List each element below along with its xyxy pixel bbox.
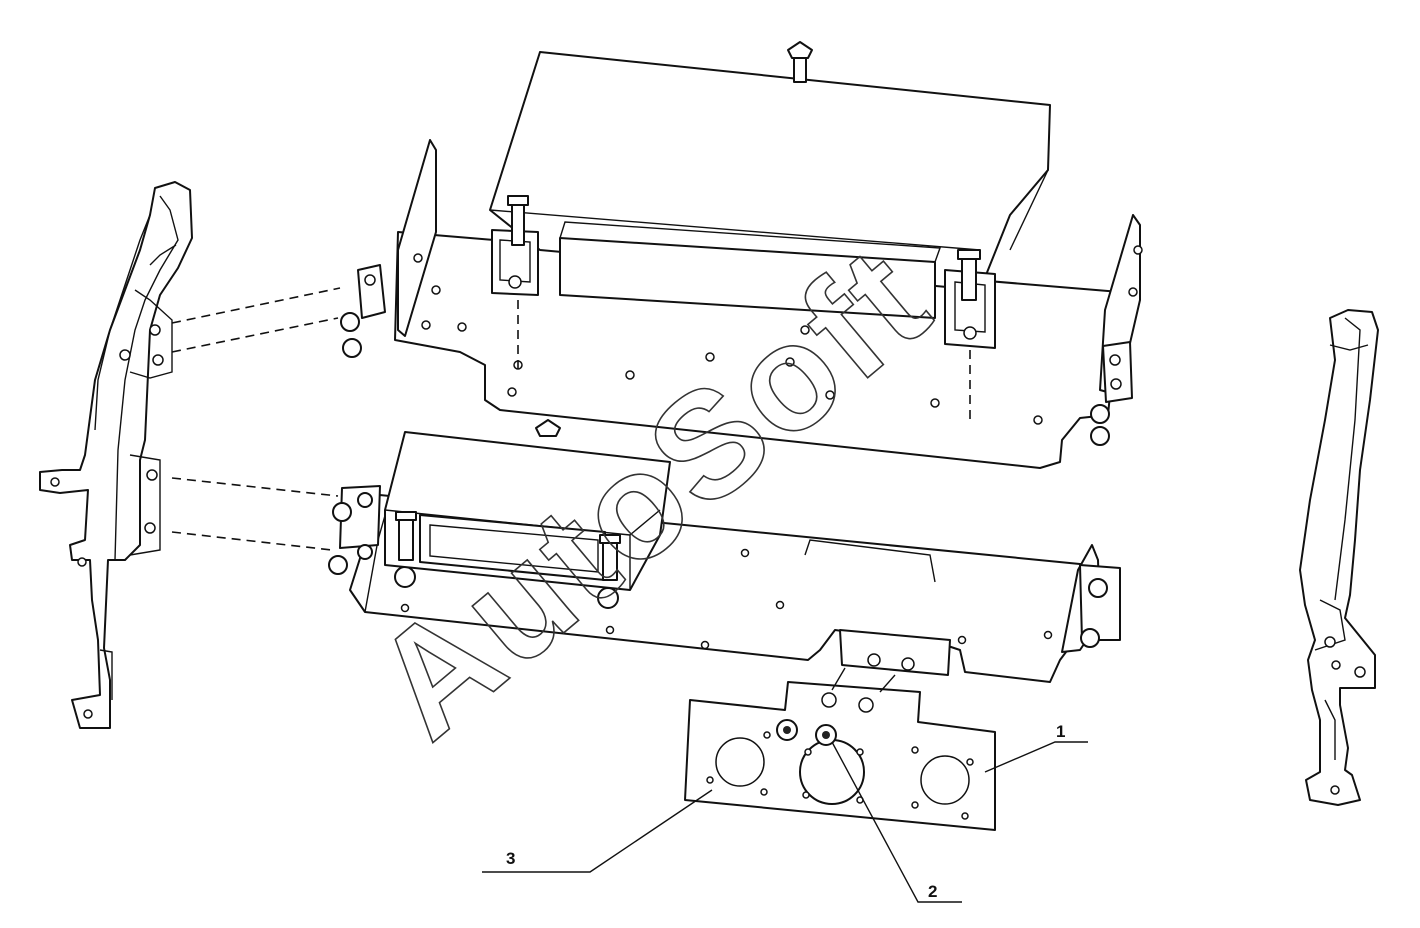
callout-1-label: 1 — [1056, 722, 1065, 741]
lower-control-unit — [384, 419, 671, 591]
callout-2: 2 — [831, 741, 962, 903]
callout-3: 3 — [482, 789, 713, 873]
upper-control-unit — [489, 41, 1051, 420]
callout-2-label: 2 — [928, 882, 937, 901]
alignment-lines-left — [171, 287, 341, 551]
right-side-bracket — [1299, 309, 1379, 806]
fastener-nut — [776, 719, 837, 746]
connector-plate — [684, 667, 996, 831]
left-side-bracket — [39, 181, 193, 729]
callout-3-label: 3 — [506, 849, 515, 868]
callout-1: 1 — [984, 722, 1088, 773]
